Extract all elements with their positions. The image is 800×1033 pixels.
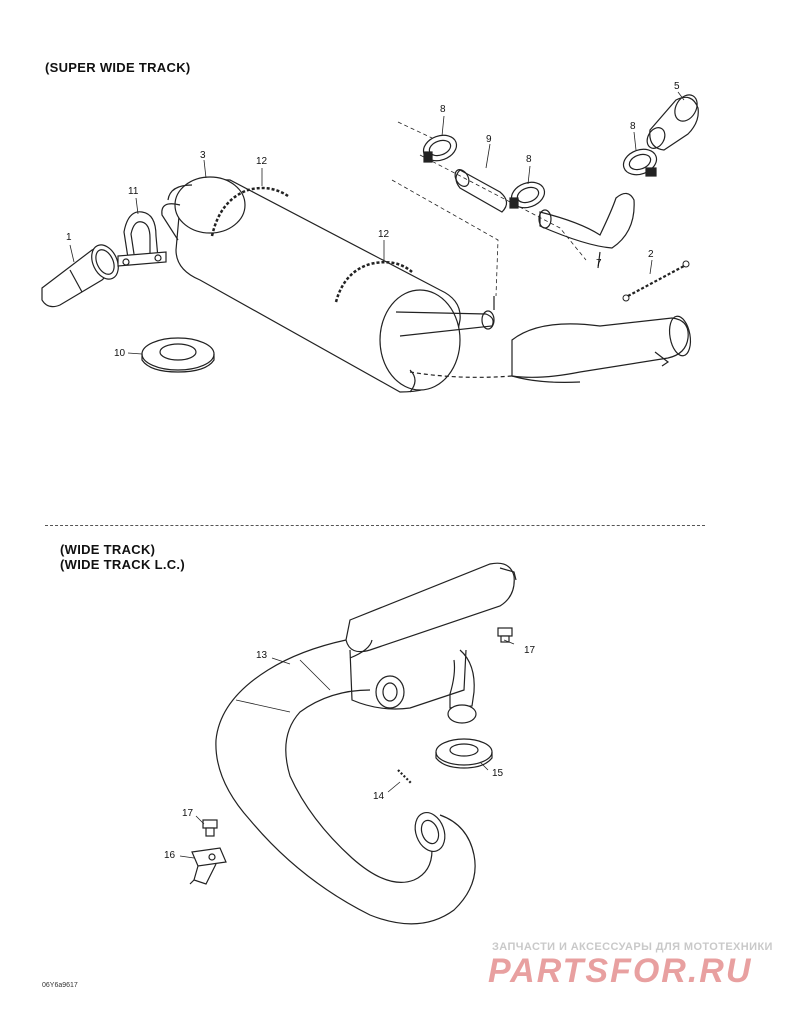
part-9-tube bbox=[454, 169, 508, 213]
callout-14: 14 bbox=[373, 791, 385, 802]
callout-8b: 8 bbox=[526, 154, 532, 165]
outlet-pipe bbox=[409, 315, 692, 383]
part-8-clamp-a bbox=[422, 134, 458, 163]
part-14-spring bbox=[397, 769, 413, 785]
part-5-sleeve bbox=[646, 94, 699, 151]
part-8-clamp-c bbox=[622, 148, 658, 177]
callout-16: 16 bbox=[164, 850, 176, 861]
section-separator bbox=[45, 525, 705, 526]
callout-10: 10 bbox=[114, 348, 126, 359]
part-12-spring-a bbox=[210, 186, 289, 237]
callout-3: 3 bbox=[200, 150, 206, 161]
part-10-grommet bbox=[141, 337, 215, 373]
part-7-hose bbox=[538, 192, 635, 269]
section-title-wide-track: (WIDE TRACK) bbox=[60, 542, 156, 557]
callout-1: 1 bbox=[66, 232, 72, 243]
part-11-u-clamp bbox=[117, 211, 167, 267]
callout-17a: 17 bbox=[524, 645, 536, 656]
part-17-bolt-b bbox=[202, 819, 218, 837]
part-3-muffler bbox=[161, 176, 495, 393]
callout-8c: 8 bbox=[630, 121, 636, 132]
callout-11: 11 bbox=[128, 186, 139, 197]
callout-17b: 17 bbox=[182, 808, 194, 819]
part-8-clamp-b bbox=[509, 181, 546, 209]
section-title-wide-track-lc: (WIDE TRACK L.C.) bbox=[60, 557, 185, 572]
drawing-code: 06Y6a9617 bbox=[42, 982, 78, 989]
part-1-pipe bbox=[41, 244, 119, 308]
callout-5: 5 bbox=[674, 81, 680, 92]
callout-13: 13 bbox=[256, 650, 268, 661]
callout-8a: 8 bbox=[440, 104, 446, 115]
callout-12b: 12 bbox=[378, 229, 390, 240]
part-13-tuned-pipe bbox=[215, 562, 517, 925]
section-title-super-wide-track: (SUPER WIDE TRACK) bbox=[45, 60, 191, 75]
watermark-logo: PARTSFOR.RU bbox=[488, 952, 753, 990]
callout-15: 15 bbox=[492, 768, 504, 779]
part-15-grommet bbox=[435, 738, 493, 769]
callout-2: 2 bbox=[648, 249, 654, 260]
leader-lines-top bbox=[69, 91, 685, 355]
callout-7: 7 bbox=[596, 258, 602, 269]
part-2-spring bbox=[622, 260, 690, 302]
part-17-bolt-a bbox=[497, 627, 513, 643]
callout-12a: 12 bbox=[256, 156, 268, 167]
watermark-tagline: ЗАПЧАСТИ И АКСЕССУАРЫ ДЛЯ МОТОТЕХНИКИ bbox=[492, 941, 773, 953]
assembly-guides bbox=[391, 121, 587, 297]
callout-9: 9 bbox=[486, 134, 492, 145]
part-12-spring-b bbox=[334, 261, 413, 303]
part-16-bracket bbox=[189, 847, 227, 885]
leader-lines-bottom bbox=[179, 639, 515, 859]
